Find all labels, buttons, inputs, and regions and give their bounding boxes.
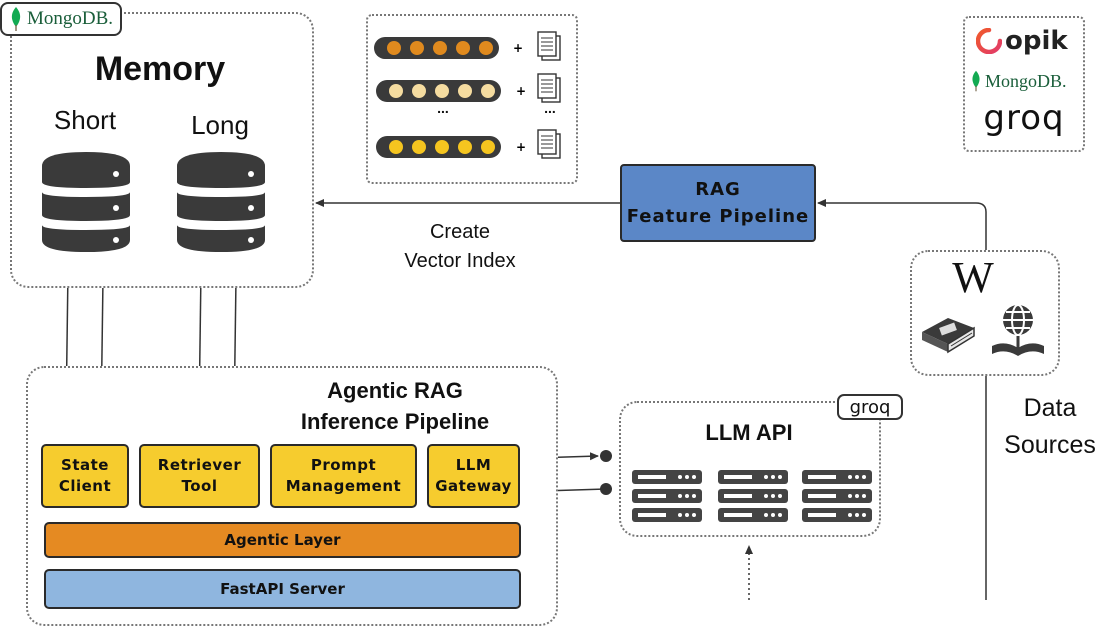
groq-badge-text: groq (849, 396, 891, 418)
document-ellipsis: ... (544, 100, 556, 116)
fastapi-server-bar: FastAPI Server (44, 569, 521, 609)
groq-badge: groq (837, 394, 903, 420)
rag-feature-pipeline-label: RAG Feature Pipeline (626, 179, 810, 227)
data-sources-panel (910, 250, 1060, 376)
create-vector-index-label: Create Vector Index (404, 221, 516, 272)
mongodb-leaf-icon (972, 70, 980, 92)
server-rack-icons (632, 470, 872, 522)
tools-panel (963, 16, 1085, 152)
prompt-management-box: Prompt Management (270, 444, 417, 508)
mongodb-badge-text: MongoDB. (26, 8, 114, 29)
memory-title: Memory (94, 50, 226, 88)
opik-text: opik (1005, 26, 1068, 56)
svg-text:+: + (516, 84, 526, 98)
opik-logo: opik (976, 26, 1068, 56)
mongodb-text: MongoDB. (985, 70, 1067, 91)
short-term-database-icon (42, 152, 130, 252)
datasources-to-rag-arrow (817, 199, 987, 250)
mongodb-logo: MongoDB. (970, 69, 1067, 93)
short-term-label: Short (53, 105, 117, 135)
globe-book-icon (992, 304, 1044, 356)
svg-text:+: + (516, 140, 526, 154)
retriever-tool-box: Retriever Tool (139, 444, 260, 508)
mongodb-leaf-icon (11, 7, 21, 31)
long-term-label: Long (191, 110, 249, 140)
llm-gateway-box: LLM Gateway (427, 444, 520, 508)
vector-ellipsis: ... (437, 100, 449, 116)
agentic-layer-bar: Agentic Layer (44, 522, 521, 558)
rag-feature-pipeline-box: RAG Feature Pipeline (620, 164, 816, 242)
llm-api-title: LLM API (705, 420, 793, 445)
books-icon (922, 318, 975, 354)
wikipedia-icon: W (952, 253, 994, 302)
groq-logo-text: groq (983, 98, 1065, 138)
inference-pipeline-title: Agentic RAG Inference Pipeline (300, 378, 490, 434)
svg-text:+: + (513, 41, 523, 55)
data-sources-label: Data Sources (1004, 394, 1096, 459)
state-client-box: State Client (41, 444, 129, 508)
long-term-database-icon (177, 152, 265, 252)
mongodb-badge: MongoDB. (0, 2, 122, 36)
embedding-vectors: + + + (374, 31, 561, 159)
opik-icon (976, 28, 1002, 54)
